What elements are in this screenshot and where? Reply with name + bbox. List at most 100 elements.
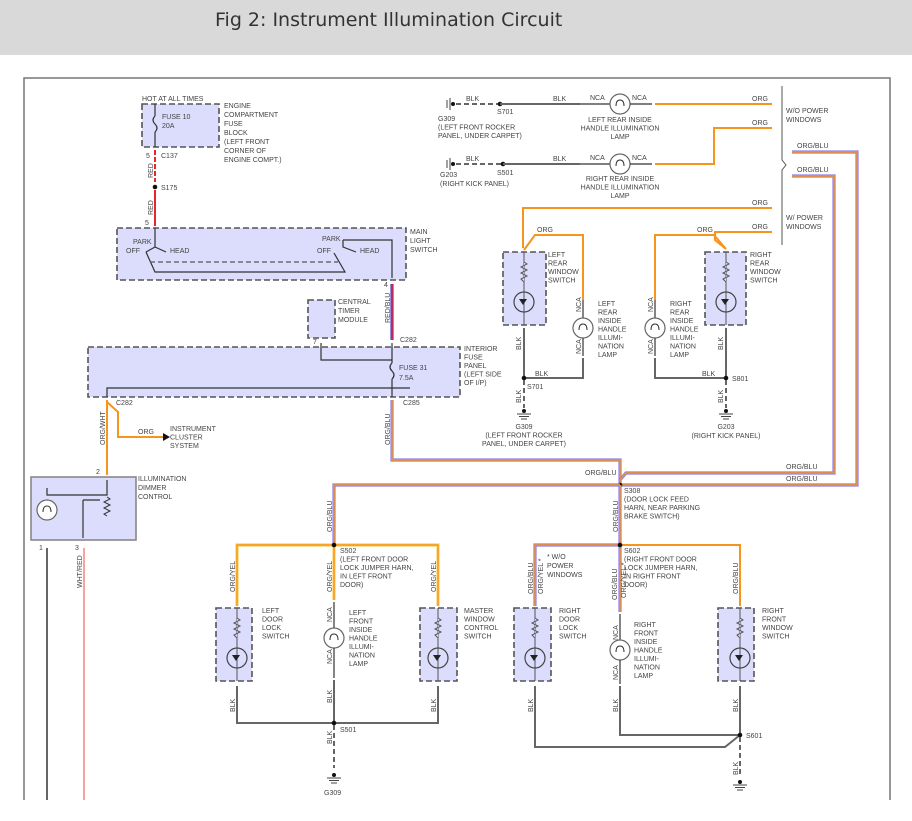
label-blk-c4: BLK — [733, 761, 740, 775]
splice-dot — [737, 732, 743, 738]
label-line: REAR — [548, 261, 567, 268]
internal-wire — [342, 240, 357, 253]
label-orgblu-m: ORG/BLU — [613, 500, 620, 532]
splice-dot — [152, 184, 158, 190]
splice-dot — [521, 375, 527, 381]
org-wire — [620, 544, 741, 606]
page-title: Fig 2: Instrument Illumination Circuit — [215, 9, 563, 31]
org-blu-wire — [333, 484, 620, 545]
label-line: REAR — [750, 261, 769, 268]
label-redblu: RED/BLU — [385, 293, 392, 323]
label-line: LEFT — [548, 252, 566, 259]
resistor-icon — [519, 261, 529, 283]
label-nca6: NCA — [576, 339, 583, 354]
label-line: (LEFT FRONT DOOR — [340, 557, 408, 564]
label-nca5: NCA — [576, 297, 583, 312]
resistor-icon — [232, 617, 242, 639]
internal-wire — [145, 246, 167, 253]
resistor-icon — [735, 617, 745, 639]
lamp-icon — [644, 317, 666, 339]
label-pin7: 7 — [313, 339, 317, 346]
engine-compartment-fuse-block — [141, 103, 220, 148]
label-line: LAMP — [634, 673, 653, 680]
label-line: MODULE — [338, 317, 368, 324]
led-diode-icon — [530, 655, 538, 661]
label-line: (LEFT SIDE — [464, 372, 502, 379]
ground-icon — [517, 413, 531, 420]
label-orgblu-t2: ORG/BLU — [797, 167, 829, 174]
label-nca9: NCA — [327, 607, 334, 622]
label-s501a: S501 — [497, 170, 513, 177]
label-line: NATION — [634, 665, 660, 672]
label-blk-r1b: BLK — [553, 96, 567, 103]
label-line: (RIGHT FRONT DOOR — [624, 557, 697, 564]
label-orgblu-l: ORG/BLU — [327, 500, 334, 532]
label-line: G309 — [438, 116, 455, 123]
central-timer-module — [307, 299, 336, 339]
label-orgblu-r3: ORG/BLU — [733, 562, 740, 594]
left-door-lock-switch — [215, 607, 253, 682]
ground-dot — [332, 773, 336, 777]
label-line: HANDLE — [349, 636, 378, 643]
label-line: S502 — [340, 548, 356, 555]
label-org-ic: ORG — [138, 429, 154, 436]
label-line: LAMP — [670, 352, 689, 359]
label-line: CENTRAL — [338, 299, 371, 306]
arrow-icon — [163, 433, 170, 441]
lamp-filament — [329, 633, 339, 641]
label-line: HANDLE — [634, 648, 663, 655]
label-line: INSIDE — [634, 639, 658, 646]
label-line: POWER — [547, 563, 573, 570]
ground-icon — [327, 777, 341, 784]
label-line: SWITCH — [262, 634, 290, 641]
label-line: NATION — [349, 653, 375, 660]
label-line: MAIN — [410, 229, 428, 236]
label-line: (RIGHT KICK PANEL) — [440, 181, 509, 188]
internal-wire — [106, 387, 410, 397]
label-line: HANDLE — [670, 327, 699, 334]
label-g203b: G203(RIGHT KICK PANEL) — [692, 424, 761, 440]
label-s501b: S501 — [340, 727, 356, 734]
label-line: WINDOWS — [786, 224, 822, 231]
label-line: SWITCH — [559, 634, 587, 641]
label-c137: C137 — [161, 153, 178, 160]
resistor-icon — [721, 261, 731, 283]
label-blk-c1: BLK — [528, 698, 535, 712]
label-line: HANDLE — [598, 327, 627, 334]
label-blk-c2: BLK — [613, 698, 620, 712]
label-line: ENGINE — [224, 103, 251, 110]
label-g203a: G203(RIGHT KICK PANEL) — [440, 172, 509, 188]
label-line: RIGHT — [762, 608, 785, 615]
internal-wire — [320, 343, 392, 361]
label-line: FUSE 10 — [162, 114, 191, 121]
lamp-icon — [609, 639, 631, 661]
label-nca3: NCA — [590, 155, 605, 162]
resistor-icon — [530, 617, 540, 639]
label-line: WINDOWS — [786, 117, 822, 124]
label-line: HANDLE ILLUMINATION — [581, 126, 660, 133]
label-line: SWITCH — [464, 634, 492, 641]
org-blu-wire — [391, 400, 621, 485]
lamp-icon — [609, 153, 631, 175]
ground-icon — [733, 784, 747, 791]
lamp-filament — [615, 645, 625, 653]
label-line: LAMP — [598, 352, 617, 359]
label-s601: S601 — [746, 733, 762, 740]
label-line: NATION — [670, 344, 696, 351]
label-line: PANEL, UNDER CARPET) — [438, 133, 522, 140]
label-line: INSIDE — [349, 627, 373, 634]
label-line: LOCK — [262, 625, 281, 632]
label-pin3: 3 — [75, 545, 79, 552]
label-orgyel-r1: ORG/YEL * — [538, 558, 545, 594]
label-line: CONTROL — [464, 625, 498, 632]
label-line: G203 — [717, 424, 734, 431]
